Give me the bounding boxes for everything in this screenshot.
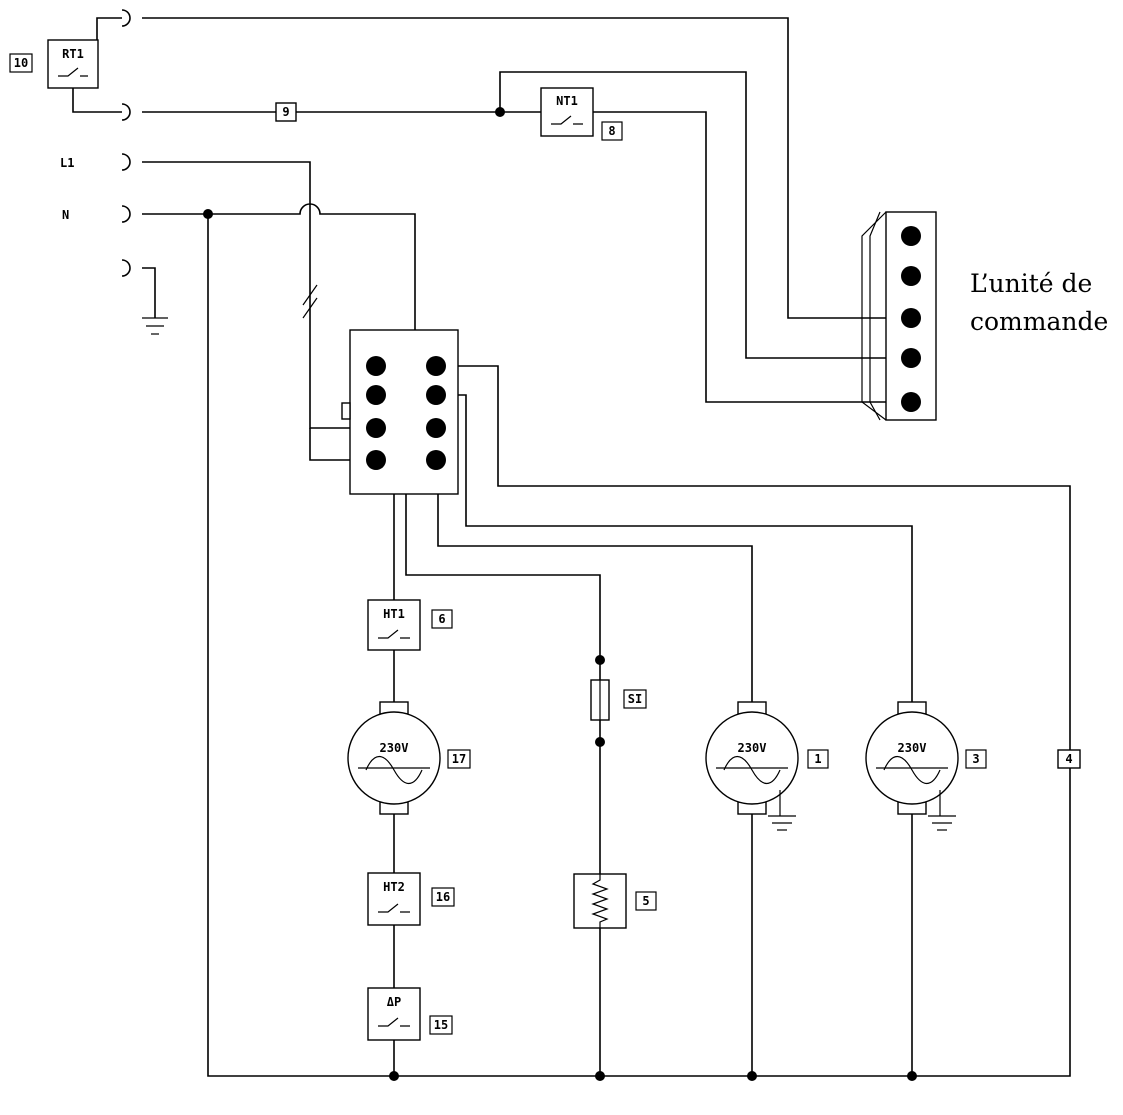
svg-text:9: 9: [282, 105, 289, 119]
ref-8: 8: [601, 121, 623, 141]
svg-text:17: 17: [452, 752, 466, 766]
terminal-n-label: N: [62, 208, 69, 222]
wire-motor1-branch: [432, 459, 753, 712]
connector-ground: [121, 259, 131, 277]
control-unit-connector: [861, 211, 937, 421]
motor-1-voltage: 230V: [738, 741, 767, 755]
svg-text:3: 3: [972, 752, 979, 766]
ref-6: 6: [431, 609, 453, 629]
ref-16: 16: [431, 887, 455, 907]
svg-text:5: 5: [642, 894, 649, 908]
svg-text:10: 10: [14, 56, 28, 70]
wires: [72, 17, 1071, 1077]
terminal-connectors: [121, 9, 131, 277]
svg-text:1: 1: [814, 752, 821, 766]
wire-ground: [142, 267, 156, 318]
reference-numbers: 10 9 8 6 SI 17 1 3: [9, 53, 1081, 1035]
ref-3: 3: [965, 749, 987, 769]
ground-symbol: [142, 317, 168, 335]
motor-3-voltage: 230V: [898, 741, 927, 755]
cable-mark: [302, 284, 318, 319]
connector-rt1-bottom: [121, 103, 131, 121]
ref-15: 15: [429, 1015, 453, 1035]
fuse-si: [590, 679, 610, 721]
switch-rt1-label: RT1: [62, 47, 84, 61]
switch-rt1: RT1: [47, 39, 99, 89]
switch-dp: ΔP: [367, 987, 421, 1041]
ref-17: 17: [447, 749, 471, 769]
terminal-block: [341, 329, 459, 495]
control-unit-caption-line2: commande: [970, 307, 1108, 336]
switch-ht1-label: HT1: [383, 607, 405, 621]
svg-text:SI: SI: [628, 692, 642, 706]
switch-ht2-label: HT2: [383, 880, 405, 894]
ref-10: 10: [9, 53, 33, 73]
switch-ht1: HT1: [367, 599, 421, 651]
control-unit-caption-line1: L’unité de: [970, 269, 1092, 298]
wire-n: [142, 203, 432, 429]
switch-nt1-label: NT1: [556, 94, 578, 108]
svg-text:6: 6: [438, 612, 445, 626]
junction-dots: [203, 107, 917, 1081]
motor-3: 230V: [865, 701, 959, 831]
connector-l1: [121, 153, 131, 171]
motor-17: 230V: [347, 701, 441, 815]
ref-si: SI: [623, 689, 647, 709]
wire-rt1-line9: [72, 88, 500, 113]
svg-text:8: 8: [608, 124, 615, 138]
connector-rt1-top: [121, 9, 131, 27]
svg-text:16: 16: [436, 890, 450, 904]
wire-junction-up: [499, 71, 897, 359]
ref-1: 1: [807, 749, 829, 769]
motor-17-voltage: 230V: [380, 741, 409, 755]
heater-5: [573, 873, 627, 929]
switch-nt1: NT1: [540, 87, 594, 137]
svg-text:15: 15: [434, 1018, 448, 1032]
switch-dp-label: ΔP: [387, 995, 401, 1009]
wire-motor3-branch: [446, 394, 913, 712]
switch-ht2: HT2: [367, 872, 421, 926]
ref-5: 5: [635, 891, 657, 911]
motor-1: 230V: [705, 701, 799, 831]
wire-n-down: [207, 214, 1071, 1077]
svg-text:4: 4: [1065, 752, 1072, 766]
terminal-l1-label: L1: [60, 156, 74, 170]
ref-9: 9: [275, 102, 297, 122]
connector-n: [121, 205, 131, 223]
wire-l1: [142, 161, 362, 429]
wire-nt1-to-unit: [593, 111, 897, 403]
wire-l1-branch: [309, 428, 362, 461]
ref-4: 4: [1057, 749, 1081, 769]
wire-rt1-to-unit: [96, 17, 897, 319]
